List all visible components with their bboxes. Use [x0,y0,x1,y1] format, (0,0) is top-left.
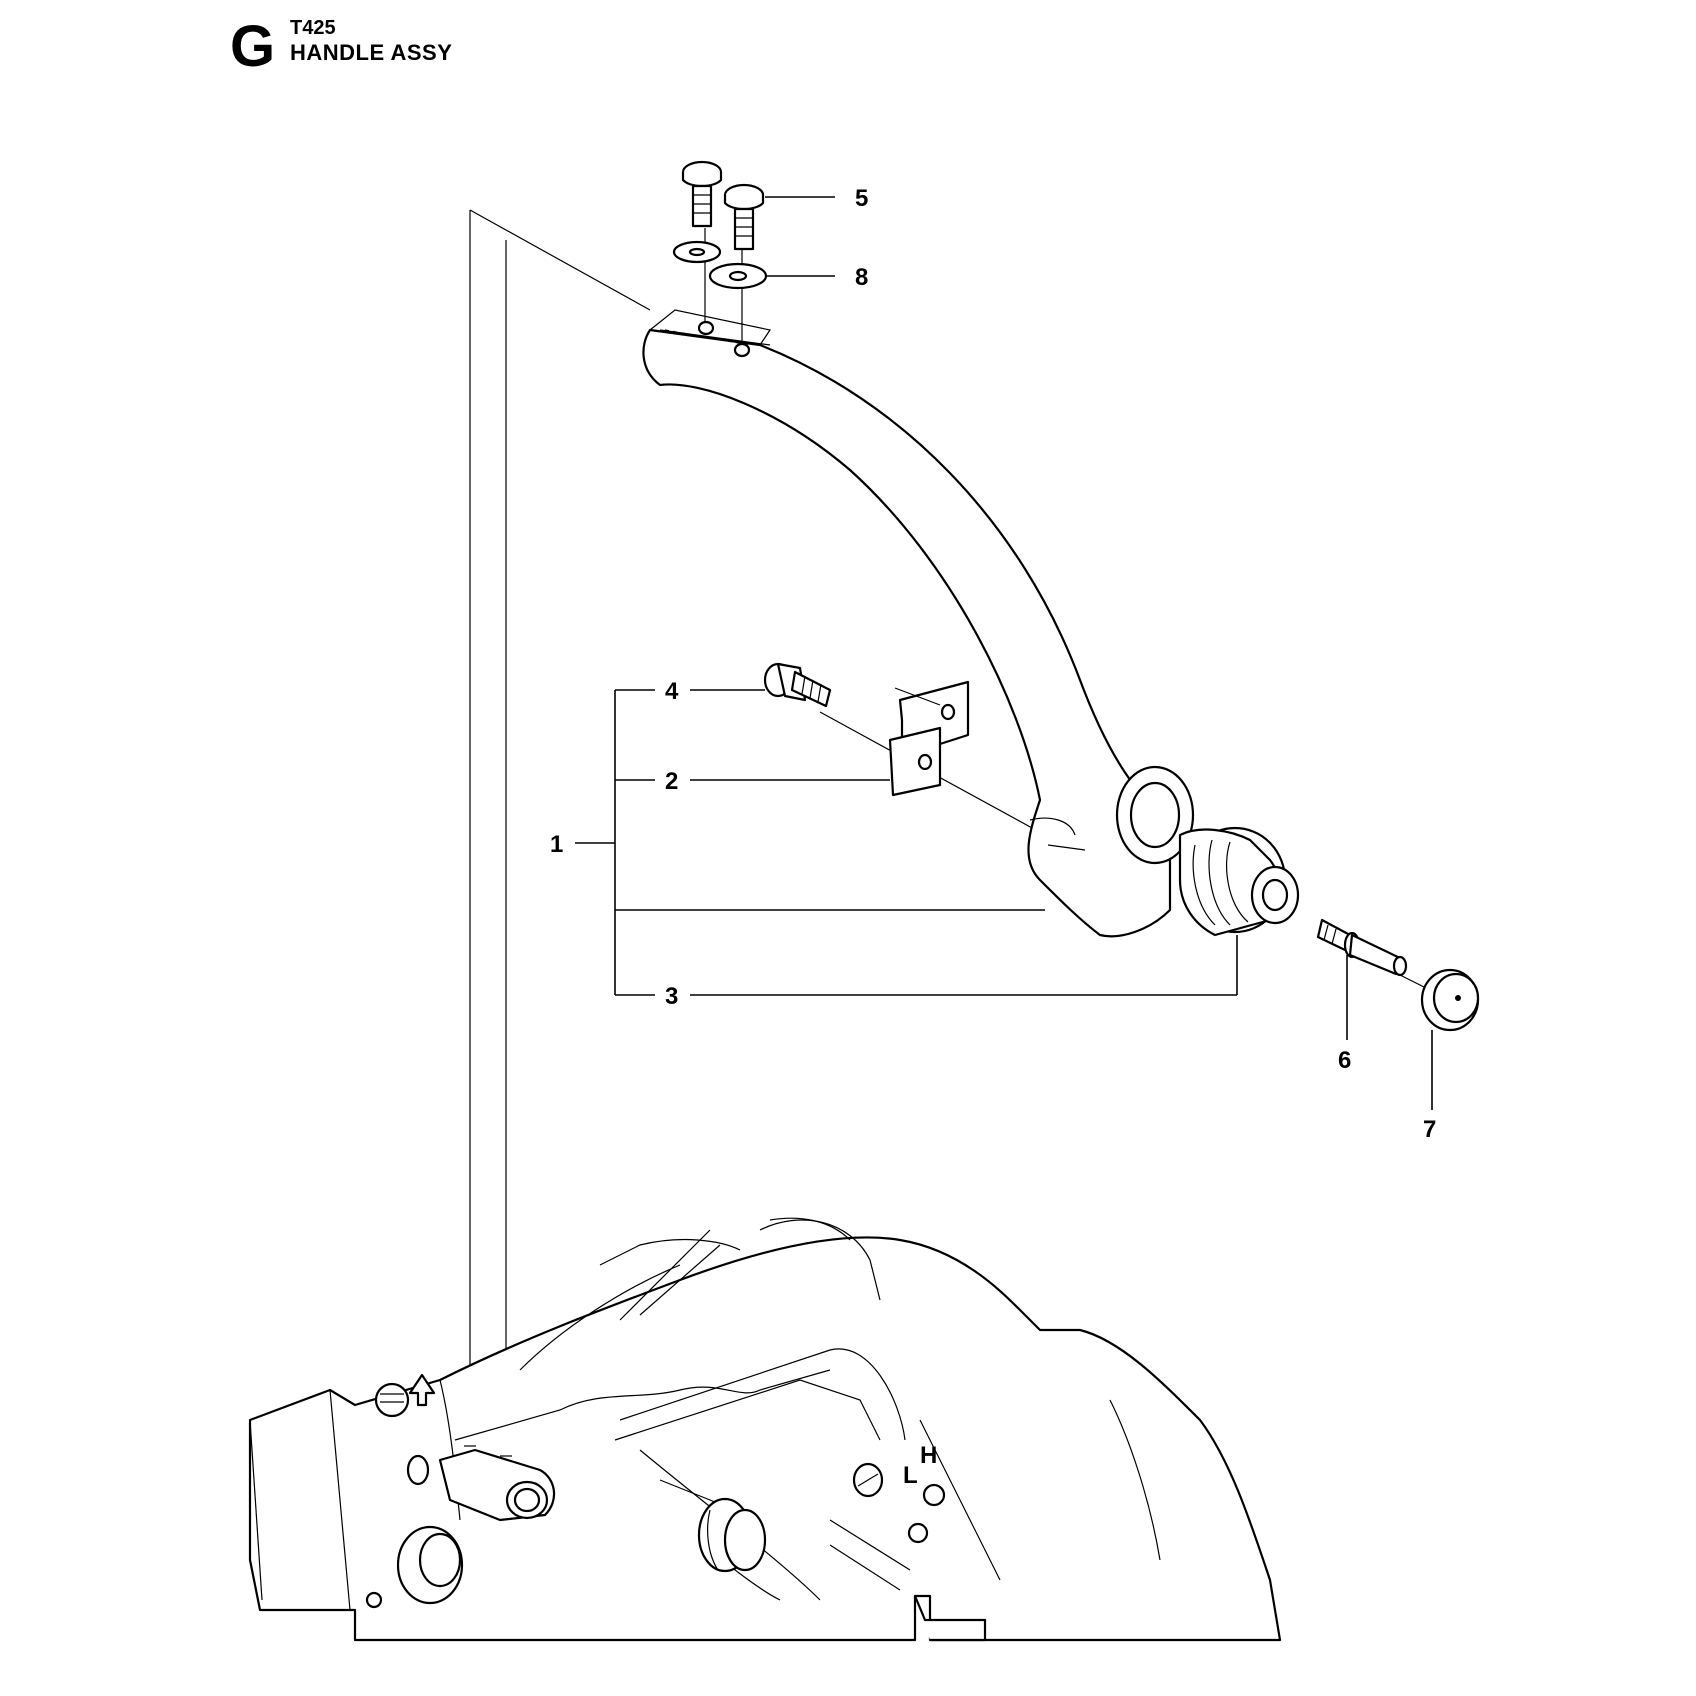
callout-labels: 5 8 4 2 1 3 6 7 [550,185,1436,1143]
callout-5: 5 [855,185,868,212]
alignment-markers [464,1445,512,1457]
bolt [763,662,832,708]
model-number: T425 [290,17,336,39]
handle-mount-ring [1115,765,1195,865]
callout-7: 7 [1423,1116,1436,1143]
callout-3: 3 [665,983,678,1010]
rubber-grommet [1178,826,1300,937]
shoulder-pin [1316,918,1408,977]
diagram-title: HANDLE ASSY [290,40,453,65]
section-letter: G [230,14,276,79]
marking-high: H [920,1442,937,1469]
callout-leaders [575,196,1433,1110]
washer-right [708,262,768,290]
callout-4: 4 [665,678,679,705]
bracket-plate [888,680,970,797]
screw-left [681,160,723,228]
washer-left [672,240,722,264]
marking-low: L [903,1462,918,1489]
callout-8: 8 [855,264,868,291]
callout-6: 6 [1338,1047,1351,1074]
screw-right [723,183,765,251]
callout-1: 1 [550,831,563,858]
callout-2: 2 [665,768,678,795]
end-cap [1420,968,1480,1032]
mixture-markings: L H [903,1442,937,1489]
engine-body [248,1217,1282,1642]
handle-bar [642,309,1172,938]
